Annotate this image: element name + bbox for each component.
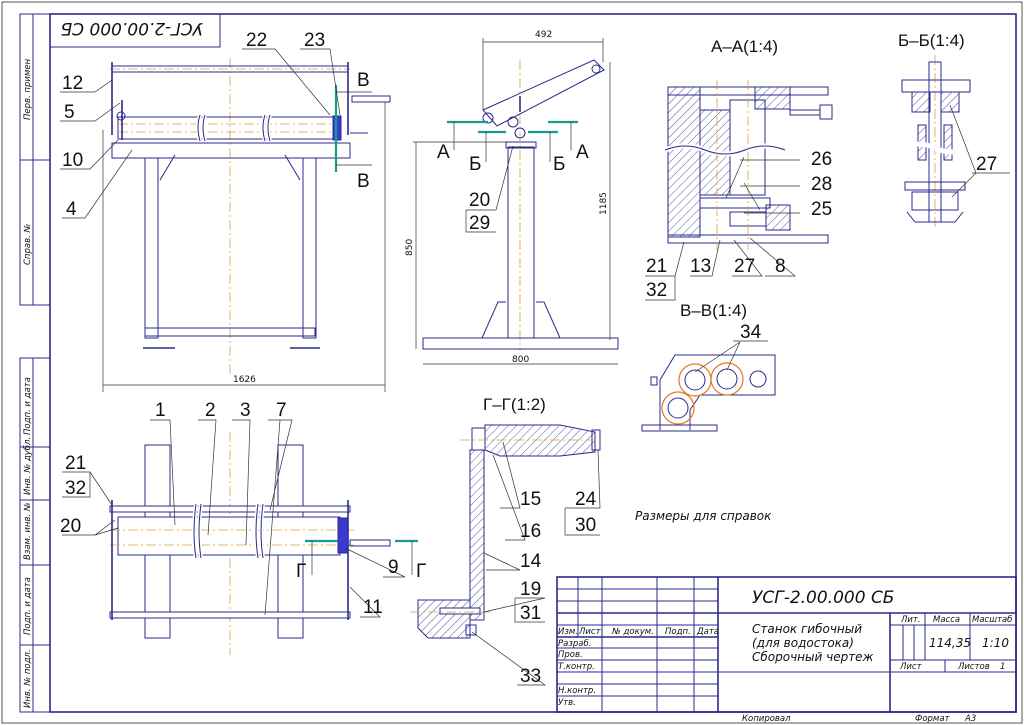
- callout-5: 5: [64, 102, 75, 123]
- product-name: Станок гибочный: [752, 622, 862, 636]
- header-doc: № докум.: [611, 627, 654, 637]
- callout-31: 31: [520, 603, 541, 624]
- callout-34: 34: [740, 322, 762, 343]
- copied-label: Копировал: [742, 714, 791, 724]
- section-vv: В–В(1:4) 34: [641, 301, 776, 432]
- callout-27: 27: [976, 154, 997, 175]
- strip-label: Взам. инв. №: [23, 502, 33, 560]
- dimension-1626: 1626: [233, 375, 256, 385]
- callout-19: 19: [520, 579, 541, 600]
- header-izm: Изм.: [558, 627, 578, 637]
- callout-26: 26: [811, 149, 832, 170]
- callout-2: 2: [205, 400, 216, 421]
- sheet-label: Лист: [899, 662, 923, 672]
- dimension-850: 850: [405, 239, 415, 256]
- title-block: УСГ-2.00.000 СБ Изм. Лист № докум. Подп.…: [556, 576, 1017, 724]
- plan-view: Г Г 1 2 3 7 21 32 20 9 11: [60, 400, 426, 655]
- callout-20: 20: [60, 516, 81, 537]
- header-list: Лист: [578, 627, 602, 637]
- callout-21: 21: [65, 453, 86, 474]
- section-mark-g: Г: [296, 561, 306, 582]
- dimension-492: 492: [535, 30, 552, 40]
- sheets-label: Листов: [957, 662, 990, 672]
- format-label: Формат: [915, 714, 951, 724]
- role-approved: Утв.: [558, 698, 576, 708]
- callout-32: 32: [65, 478, 86, 499]
- side-view: А Б Б А 492 1185 850 800 20 29: [405, 30, 619, 365]
- mass-value: 114,35: [929, 636, 971, 650]
- rotated-designation-box: УСГ-2.00.000 СБ: [49, 13, 221, 48]
- section-bb: Б–Б(1:4) 27: [898, 31, 1010, 228]
- view-title-gg: Г–Г(1:2): [483, 395, 546, 414]
- section-mark-b: Б: [469, 154, 481, 175]
- callout-22: 22: [246, 30, 267, 51]
- callout-8: 8: [775, 256, 786, 277]
- role-norm-control: Н.контр.: [558, 686, 596, 696]
- view-title-bb: Б–Б(1:4): [898, 31, 965, 50]
- section-mark-a: А: [576, 142, 589, 163]
- role-tech-control: Т.контр.: [558, 662, 595, 672]
- callout-23: 23: [304, 30, 325, 51]
- side-strip-labels: Перв. примен Справ. № Подп. и дата Инв. …: [23, 58, 33, 708]
- callout-25: 25: [811, 199, 832, 220]
- strip-label: Подп. и дата: [23, 577, 33, 635]
- strip-label: Инв. № подл.: [23, 649, 33, 708]
- callout-10: 10: [62, 150, 83, 171]
- section-mark-v: В: [357, 171, 370, 192]
- section-gg: Г–Г(1:2) 15 16 24 30 14 19 31 33: [410, 395, 605, 687]
- callout-30: 30: [575, 515, 596, 536]
- callout-7: 7: [276, 400, 287, 421]
- callout-21: 21: [646, 256, 667, 277]
- section-aa: А–А(1:4) 26 28 25 21 32 13 27 8: [645, 37, 833, 301]
- callout-15: 15: [520, 489, 541, 510]
- mass-label: Масса: [933, 615, 960, 625]
- strip-label: Инв. № дубл.: [23, 437, 33, 495]
- dimension-1185: 1185: [599, 192, 609, 215]
- strip-label: Справ. №: [23, 223, 33, 265]
- callout-3: 3: [240, 400, 251, 421]
- strip-label: Перв. примен: [23, 58, 33, 120]
- scale-label: Масштаб: [972, 615, 1012, 625]
- section-mark-g: Г: [416, 561, 426, 582]
- callout-4: 4: [66, 199, 77, 220]
- role-checker: Пров.: [558, 650, 583, 660]
- callout-16: 16: [520, 521, 541, 542]
- format-value: А3: [964, 714, 976, 724]
- callout-9: 9: [388, 557, 399, 578]
- view-title-aa: А–А(1:4): [711, 37, 778, 56]
- callout-13: 13: [690, 256, 711, 277]
- section-mark-v: В: [357, 70, 370, 91]
- callout-14: 14: [520, 551, 542, 572]
- strip-label: Подп. и дата: [23, 377, 33, 435]
- view-title-vv: В–В(1:4): [680, 301, 747, 320]
- callout-28: 28: [811, 174, 832, 195]
- callout-33: 33: [520, 666, 541, 687]
- section-mark-a: А: [437, 142, 450, 163]
- sheets-value: 1: [1000, 662, 1005, 672]
- dimension-800: 800: [512, 355, 529, 365]
- callout-20: 20: [469, 190, 490, 211]
- reference-note: Размеры для справок: [635, 509, 772, 523]
- product-name: (для водостока): [752, 636, 854, 650]
- callout-12: 12: [62, 73, 83, 94]
- callout-32: 32: [646, 280, 667, 301]
- front-view: 1626 12 5 10 4 22 23 В В: [60, 30, 391, 392]
- callout-29: 29: [469, 213, 490, 234]
- rotated-designation: УСГ-2.00.000 СБ: [61, 18, 203, 38]
- lit-label: Лит.: [900, 615, 921, 625]
- product-name: Сборочный чертеж: [752, 650, 874, 664]
- callout-11: 11: [363, 597, 383, 618]
- header-date: Дата: [696, 627, 719, 637]
- scale-value: 1:10: [982, 636, 1009, 650]
- designation: УСГ-2.00.000 СБ: [752, 588, 894, 608]
- callout-24: 24: [575, 489, 597, 510]
- callout-27: 27: [734, 256, 755, 277]
- callout-1: 1: [155, 400, 166, 421]
- header-sign: Подп.: [665, 627, 691, 637]
- section-mark-b: Б: [553, 154, 565, 175]
- role-developer: Разраб.: [558, 639, 591, 649]
